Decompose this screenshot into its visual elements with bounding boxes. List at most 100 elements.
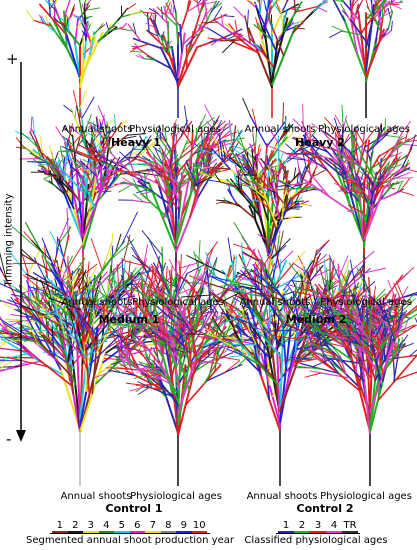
control2-ages-tree-branch [341, 308, 356, 320]
legend-annual-color-swatch [160, 531, 176, 533]
control2-ages-tree-branch [299, 311, 313, 327]
control1-ages-tree-branch [223, 360, 240, 374]
control1-annual-tree-branch [6, 246, 27, 275]
control2-ages-tree-branch [345, 336, 371, 432]
medium2-annual-tree-branch [251, 108, 258, 128]
medium2-ages-tree-branch [401, 147, 413, 169]
control1-annual-tree-branch [1, 321, 23, 336]
medium2-ages-tree-branch [355, 196, 368, 224]
heavy2-ages-tree-branch [331, 25, 345, 32]
control2-annual-tree-branch [230, 255, 239, 292]
control1-ages-tree-branch [125, 369, 165, 391]
control1-ages-tree-branch [169, 340, 186, 375]
medium1-ages-tree-branch [216, 169, 229, 173]
control2-annual-tree-branch [226, 283, 244, 296]
control1-ages-tree-branch [140, 385, 167, 391]
control1-annual-tree-branch [0, 332, 8, 338]
control1-ages-tree-branch [193, 250, 200, 273]
control1-ages-tree-branch [122, 267, 148, 297]
heavy2-annual-tree-branch [244, 15, 252, 44]
heavy1-ages-tree-branch [135, 46, 153, 59]
control1-ages-tree-branch [152, 349, 160, 362]
control1-ages-tree-branch [122, 304, 136, 314]
medium2-annual-tree-branch [234, 201, 256, 220]
medium1-annual-tree-branch [40, 168, 49, 174]
control1-annual-tree-branch [0, 356, 7, 361]
control1-ages-tree [81, 229, 286, 486]
medium2-ages-tree-branch [354, 172, 360, 180]
control2-ages-tree-branch [395, 280, 405, 300]
heavy1-annual-tree-branch [70, 4, 76, 15]
medium2-annual-tree-branch [235, 185, 262, 218]
control1-ages-tree-branch [148, 280, 156, 309]
heavy2-annual-tree-branch [270, 0, 278, 11]
medium1-ages-tree-branch [162, 147, 172, 163]
medium2-annual-tree-branch [258, 180, 278, 228]
medium1-ages-tree-branch [137, 180, 170, 204]
medium1-ages-tree-branch [198, 116, 215, 130]
medium2-ages-tree-branch [302, 103, 304, 126]
heavy1-annual-tree-branch [81, 30, 86, 36]
control1-annual-tree-branch [114, 294, 119, 323]
control2-ages-tree-branch [292, 307, 309, 311]
heavy2-annual-tree-branch [220, 13, 224, 27]
control1-ages-tree-branch [129, 386, 145, 392]
legend-annual-label: 7 [149, 520, 156, 531]
control1-ages-tree-branch [148, 295, 159, 318]
medium1-annual-tree-branch [101, 114, 105, 128]
ages-legend-title: Classified physiological ages [244, 535, 388, 546]
heavy1-annual-tree-branch [53, 0, 58, 8]
control2-annual-tree-branch [288, 262, 305, 283]
medium2-annual-tree-branch [290, 197, 294, 206]
control2-annual-tree-branch [290, 308, 298, 329]
control2-annual-tree-branch [290, 280, 310, 284]
control1-annual-tree-branch [78, 269, 87, 289]
heavy2-ages-tree-branch [379, 8, 389, 22]
control2-annual-tree-branch [221, 331, 235, 341]
medium2-ages-tree-branch [402, 159, 410, 172]
heavy2-annual-tree-branch [246, 9, 249, 29]
control1-annual-tree-branch [54, 295, 59, 316]
medium2-ages-tree-branch [338, 162, 345, 176]
medium2-annual-tree-branch [300, 166, 307, 180]
medium2-ages-tree-branch [375, 176, 380, 194]
medium1-annual-tree-branch [58, 156, 62, 169]
heavy2-ages-tree-branch [388, 0, 393, 14]
control2-annual-tree-branch [249, 291, 264, 295]
heavy1-annual-tree-branch [38, 14, 45, 24]
control1-annual-tree-branch [40, 279, 49, 298]
control2-ages-tree-branch [344, 283, 352, 316]
heavy2-ages-tree-branch [341, 30, 362, 36]
medium2-annual-tree-branch [270, 160, 273, 175]
heavy2-ages-tree [329, 0, 403, 118]
heavy2-ages-tree-branch [389, 3, 400, 6]
heavy2-ages-tree-branch [375, 0, 379, 3]
heavy1-annual-tree-branch [45, 0, 55, 6]
heavy1-annual-tree-branch [86, 21, 90, 30]
control1-ages-tree-branch [137, 381, 149, 388]
heavy2-annual-tree-branch [266, 0, 269, 12]
control1-ages-tree-branch [178, 274, 188, 282]
medium1-ages-tree-branch [132, 193, 144, 203]
control1-ages-tree-branch [122, 259, 148, 267]
medium2-ages-tree-branch [271, 175, 290, 186]
legend-annual-color-swatch [129, 531, 145, 533]
medium1-annual-tree-branch [78, 181, 87, 195]
control1-ages-tree-branch [134, 366, 148, 371]
medium2-ages-tree-branch [362, 128, 376, 146]
control2-ages-tree [269, 254, 417, 486]
medium1-annual-tree-branch [71, 189, 84, 243]
control2-ages-tree-branch [304, 323, 312, 342]
control1-ages-tree-branch [129, 293, 153, 327]
heavy1-annual-tree-branch [73, 15, 81, 20]
medium1-ages-tree-branch [70, 148, 102, 162]
control2-ages-tree-branch [315, 304, 331, 317]
control1-ages-tree-branch [174, 310, 181, 329]
medium1-annual-tree-branch [30, 127, 37, 140]
control1-annual-tree-branch [67, 276, 80, 307]
legend-ages-color-swatch [294, 531, 310, 533]
control2-ages-tree-branch [352, 332, 377, 371]
control2-ages-tree-branch [347, 293, 354, 314]
medium2-ages-tree-branch [344, 118, 355, 143]
control2-annual-tree-branch [292, 262, 309, 274]
